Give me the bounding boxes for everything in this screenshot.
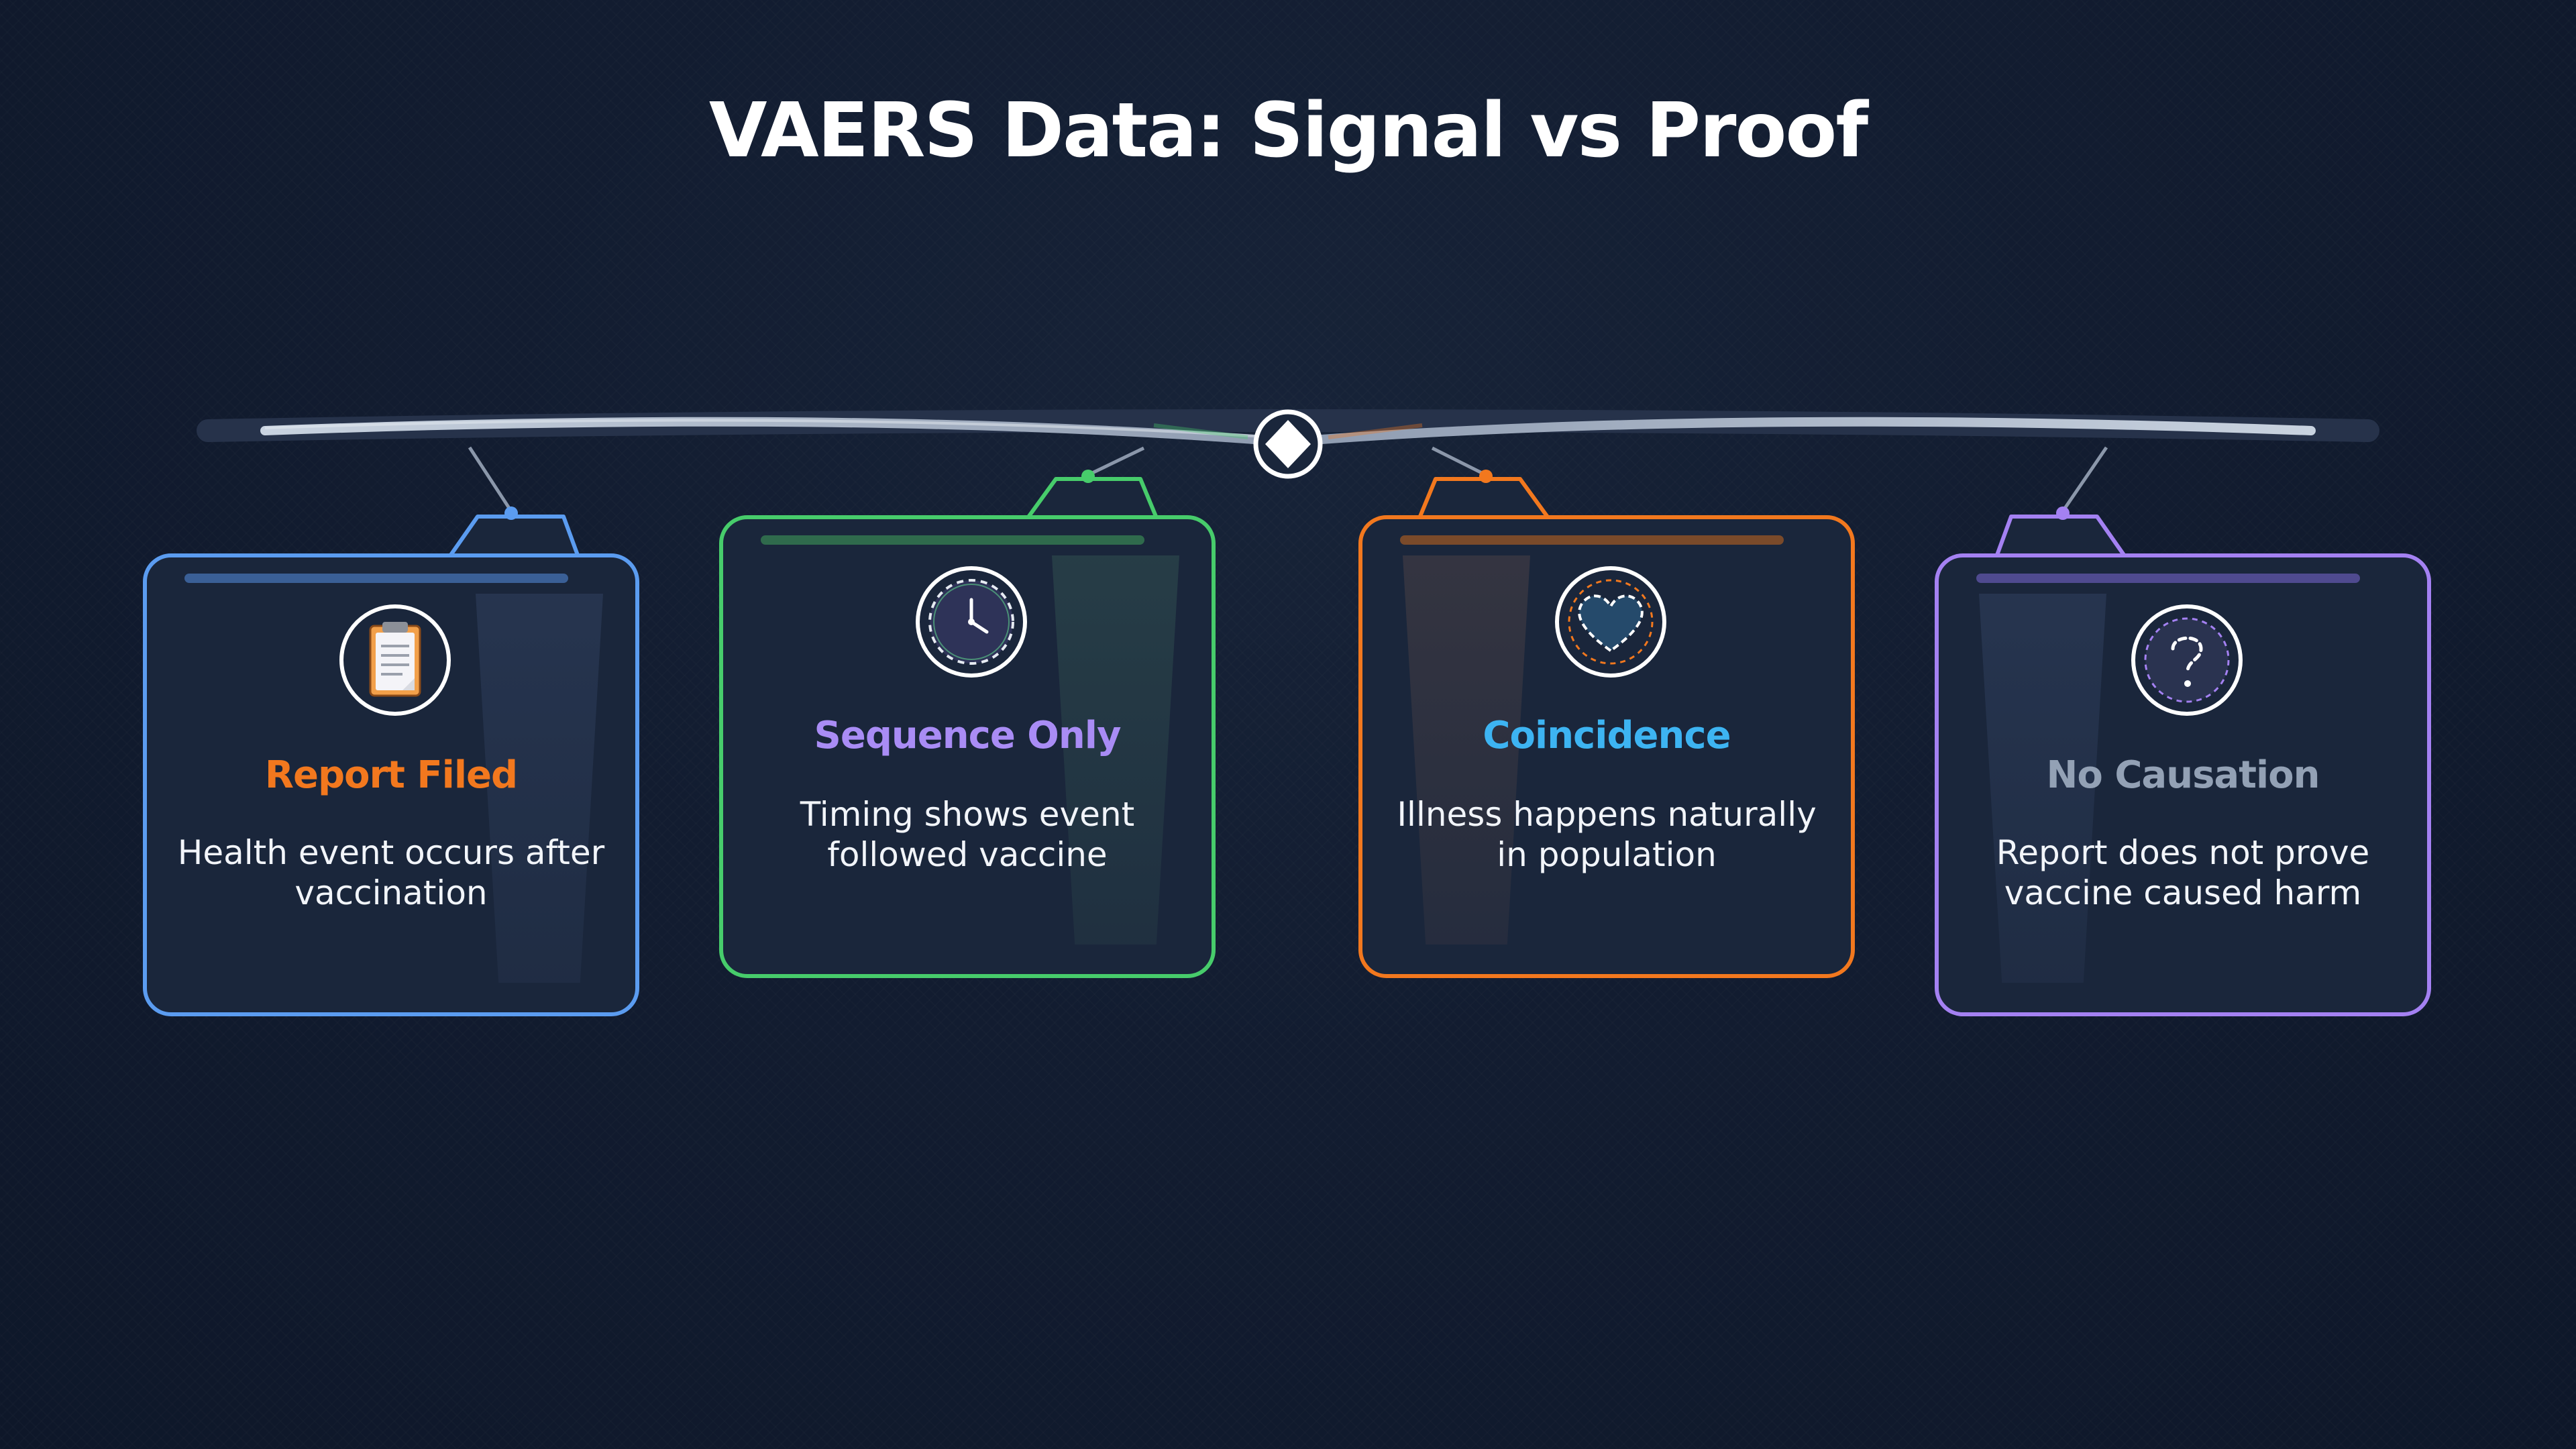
beam-bar bbox=[260, 417, 2316, 444]
card-no-causation: No Causation Report does not prove vacci… bbox=[1935, 553, 2431, 1016]
card-description: Timing shows event followed vaccine bbox=[800, 795, 1135, 874]
card-description: Health event occurs after vaccination bbox=[177, 833, 605, 912]
page-title: VAERS Data: Signal vs Proof bbox=[708, 87, 1868, 174]
heart-icon bbox=[1554, 565, 1668, 679]
card-coincidence: Coincidence Illness happens naturally in… bbox=[1358, 515, 1855, 978]
card-label: Report Filed bbox=[264, 753, 518, 797]
card-label: Coincidence bbox=[1483, 714, 1731, 757]
clipboard-icon bbox=[338, 603, 452, 717]
card-accent-bar bbox=[184, 574, 568, 583]
card-sequence-only: Sequence Only Timing shows event followe… bbox=[719, 515, 1216, 978]
question-icon bbox=[2130, 603, 2244, 717]
clock-icon bbox=[914, 565, 1028, 679]
card-accent-bar bbox=[761, 535, 1144, 545]
card-description: Illness happens naturally in population bbox=[1397, 795, 1817, 874]
card-report-filed: Report Filed Health event occurs after v… bbox=[143, 553, 639, 1016]
card-description: Report does not prove vaccine caused har… bbox=[1996, 833, 2370, 912]
pivot-diamond-icon bbox=[1253, 409, 1323, 479]
card-accent-bar bbox=[1976, 574, 2360, 583]
card-label: Sequence Only bbox=[814, 714, 1122, 757]
card-label: No Causation bbox=[2046, 753, 2320, 797]
card-accent-bar bbox=[1400, 535, 1784, 545]
